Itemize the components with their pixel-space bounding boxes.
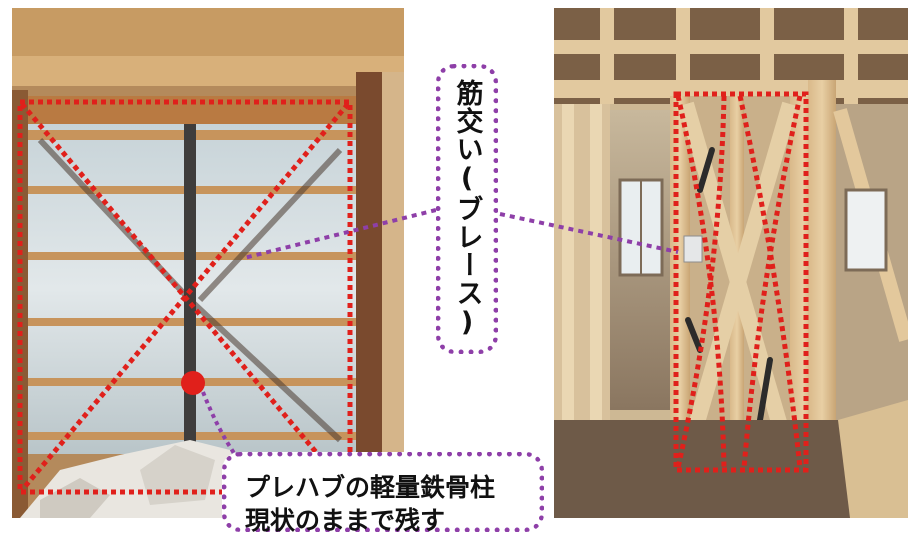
right-photo	[554, 8, 908, 518]
left-photo	[12, 8, 404, 518]
cross-braces	[678, 101, 798, 463]
brace-callout: 筋交い(ブレース)	[436, 64, 498, 354]
column-marker-dot	[181, 371, 205, 395]
right-wall-panel	[382, 72, 404, 518]
brace-position-marker	[17, 99, 353, 495]
scene	[12, 8, 908, 518]
steel-post-label-line1: プレハブの軽量鉄骨柱	[245, 473, 496, 502]
existing-diagonal-braces	[37, 137, 343, 443]
brace-hardware	[685, 147, 773, 423]
electrical-box	[683, 235, 703, 263]
carved-wood-post	[356, 72, 382, 462]
column-pointer-line	[201, 391, 238, 458]
brace-label: 筋交い(ブレース)	[451, 79, 483, 339]
steel-post-label-line2: 現状のままで残す	[245, 506, 446, 535]
ceiling-board	[12, 56, 404, 86]
lumber-pile	[838, 400, 908, 518]
brace-outline-marker	[673, 91, 809, 473]
studs-left	[562, 104, 602, 518]
steel-post-callout: プレハブの軽量鉄骨柱 現状のままで残す	[222, 452, 544, 535]
brace-pointer-lines	[243, 208, 679, 260]
right-window	[844, 188, 888, 272]
